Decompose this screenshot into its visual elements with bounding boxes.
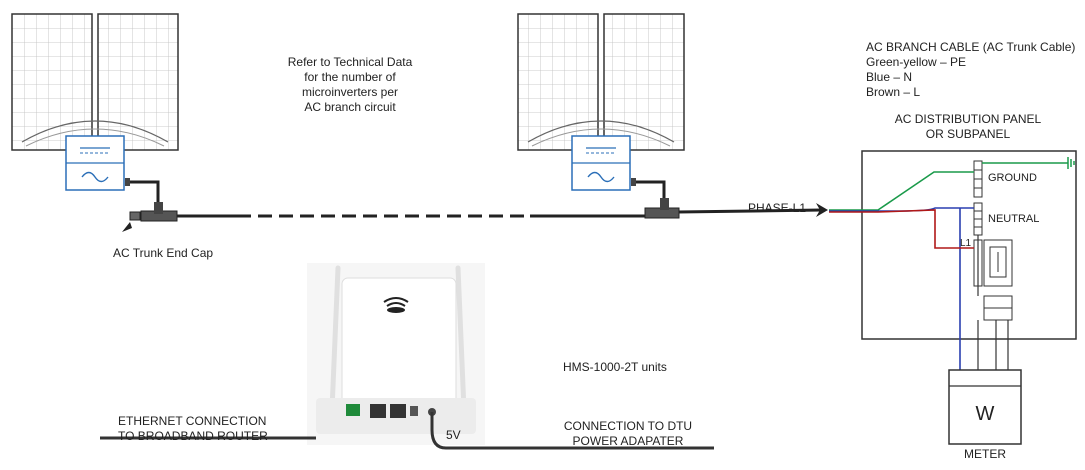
cable-wire-l: Brown – L: [866, 85, 921, 99]
solar-panel-left-1: [11, 13, 93, 151]
dtu-device: [307, 263, 485, 445]
panel-cable-left: [21, 120, 169, 143]
cable-title: AC BRANCH CABLE (AC Trunk Cable): [866, 40, 1076, 54]
technical-data-note-line: microinverters per: [301, 85, 399, 99]
cable-wire-n: Blue – N: [866, 70, 913, 84]
panel-title-line: AC DISTRIBUTION PANEL: [894, 112, 1042, 126]
panel-cable-left-2: [25, 128, 165, 147]
power-cable: [430, 412, 714, 450]
ac-trunk-to-panel: [677, 208, 823, 214]
neutral-label: NEUTRAL: [988, 213, 1040, 225]
microinverter-mid: [571, 135, 636, 191]
solar-panel-left-2: [97, 13, 179, 151]
solar-panel-mid-2: [603, 13, 685, 151]
end-cap: [122, 211, 141, 232]
inverter-drop-mid: [636, 180, 666, 208]
panel-title-line: OR SUBPANEL: [925, 127, 1011, 141]
panel-cable-mid: [527, 120, 675, 143]
ground-bar: [973, 160, 983, 198]
t-connector-mid: [644, 198, 680, 219]
technical-data-note: Refer to Technical Data for the number o…: [270, 55, 430, 115]
panel-title: AC DISTRIBUTION PANEL OR SUBPANEL: [868, 112, 1068, 142]
technical-data-note-line: Refer to Technical Data: [287, 55, 413, 69]
neutral-bar: [973, 202, 983, 236]
panel-cable-mid-2: [531, 128, 671, 147]
phase-label: PHASE-L1: [748, 201, 807, 215]
l1-label: L1: [960, 238, 972, 249]
ethernet-label-line: TO BROADBAND ROUTER: [118, 429, 268, 443]
end-cap-label: AC Trunk End Cap: [113, 246, 214, 260]
power-label-line: POWER ADAPATER: [572, 434, 684, 448]
distribution-panel: [861, 150, 1077, 340]
breaker: [973, 239, 1013, 287]
earth-symbol: [1067, 157, 1075, 169]
units-label: HMS-1000-2T units: [563, 360, 667, 374]
microinverter-left: [65, 135, 130, 191]
phase-arrow: [816, 203, 828, 217]
ethernet-label: ETHERNET CONNECTION TO BROADBAND ROUTER: [118, 414, 268, 444]
voltage-label: 5V: [446, 428, 461, 442]
technical-data-note-line: AC branch circuit: [304, 100, 396, 114]
power-label-line: CONNECTION TO DTU: [563, 419, 693, 433]
ethernet-label-line: ETHERNET CONNECTION: [118, 414, 267, 428]
inverter-drop-left: [130, 180, 160, 212]
meter: [948, 369, 1022, 445]
dtu-logo-icon: [383, 297, 409, 313]
ground-label: GROUND: [988, 172, 1037, 184]
cable-wire-pe: Green-yellow – PE: [866, 55, 967, 69]
meter-label: METER: [964, 447, 1006, 461]
ac-branch-cable-legend: AC BRANCH CABLE (AC Trunk Cable) Green-y…: [866, 40, 1075, 100]
technical-data-note-line: for the number of: [304, 70, 396, 84]
t-connector-left: [140, 202, 178, 222]
solar-panel-mid-1: [517, 13, 599, 151]
main-breaker: [983, 295, 1013, 321]
power-label: CONNECTION TO DTU POWER ADAPATER: [548, 419, 708, 449]
ground-wire: [829, 171, 974, 211]
line-wire: [829, 209, 974, 249]
meter-symbol: W: [975, 403, 995, 425]
